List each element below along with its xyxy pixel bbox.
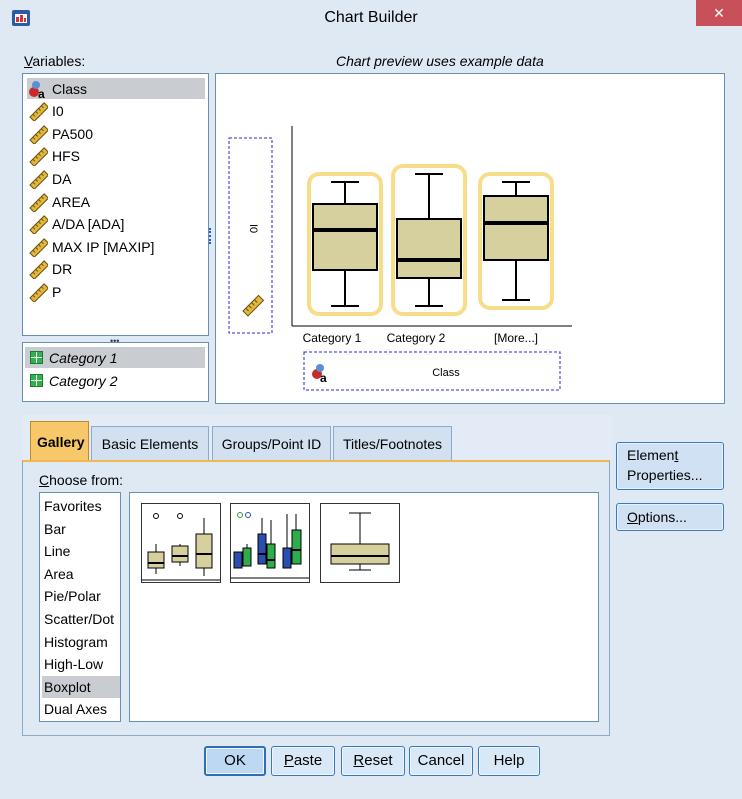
variable-label: Class [52,80,88,97]
variable-item[interactable]: HFS [27,146,205,167]
paste-button[interactable]: Paste [271,746,335,776]
variable-label: DA [52,170,72,187]
scale-ruler-icon [27,214,49,235]
tab-basic-elements[interactable]: Basic Elements [91,426,209,460]
options-button[interactable]: Options... [616,503,724,531]
preview-note: Chart preview uses example data [336,53,544,69]
chart-preview-canvas[interactable]: I0 Category 1 Category 2 [More...] a Cla… [215,73,725,404]
app-icon [12,10,30,26]
variable-label: AREA [52,193,91,210]
preview-boxplot [391,164,467,316]
nominal-variable-icon: a [312,364,327,385]
chart-type-item[interactable]: High-Low [44,656,104,673]
scale-ruler-icon [27,282,49,302]
chart-type-item[interactable]: Line [44,543,71,560]
scale-ruler-icon [27,237,49,257]
chart-type-item[interactable]: Favorites [44,498,102,514]
scale-ruler-icon [27,124,49,144]
svg-text:a: a [320,371,327,385]
variable-item[interactable]: DR [27,259,205,280]
close-button[interactable]: ✕ [696,0,742,26]
reset-button[interactable]: Reset [341,746,405,776]
variable-label: I0 [52,103,64,120]
variable-item[interactable]: P [27,281,205,302]
chart-type-item[interactable]: Pie/Polar [44,588,101,605]
category-grid-icon [30,374,43,387]
variable-item[interactable]: A/DA [ADA] [27,214,205,235]
variable-item[interactable]: PA500 [27,123,205,144]
x-axis-drop-zone[interactable] [303,351,561,391]
window-title: Chart Builder [324,9,418,26]
svg-text:a: a [38,87,45,99]
tab-titles-footnotes[interactable]: Titles/Footnotes [333,426,452,460]
clustered-boxplot-thumbnail[interactable] [230,503,310,583]
y-axis-drop-zone[interactable] [228,137,273,334]
scale-ruler-icon [27,101,49,122]
variables-label: Variables: [24,53,86,69]
scale-ruler-icon [27,169,49,189]
chart-type-item[interactable]: Bar [44,520,66,537]
x-axis-variable-label: Class [432,367,460,379]
tab-groups-point-id[interactable]: Groups/Point ID [212,426,331,460]
chart-type-item[interactable]: Histogram [44,633,108,650]
x-category-label: Category 1 [303,331,362,345]
category-label: Category 1 [49,349,118,366]
variable-label: P [52,283,62,300]
chart-type-item[interactable]: Area [44,565,74,582]
variable-label: PA500 [52,125,93,142]
ok-button[interactable]: OK [204,746,266,776]
scale-ruler-icon [27,259,49,280]
variable-item[interactable]: DA [27,168,205,189]
vertical-splitter[interactable] [209,228,213,244]
variable-item[interactable]: MAX IP [MAXIP] [27,236,205,257]
cancel-button[interactable]: Cancel [409,746,473,776]
categories-list[interactable]: Category 1 Category 2 [22,342,209,402]
title-bar: Chart Builder ✕ [0,0,742,38]
chart-type-item[interactable]: Dual Axes [44,701,108,718]
nominal-variable-icon: a [27,79,49,99]
help-button[interactable]: Help [478,746,540,776]
choose-from-label: Choose from: [39,472,124,488]
category-grid-icon [30,351,43,364]
chart-type-item[interactable]: Scatter/Dot [44,611,115,627]
element-properties-button[interactable]: Element Properties... [616,442,724,490]
y-axis-variable-label: I0 [247,224,259,233]
chart-type-item[interactable]: Boxplot [42,675,120,698]
variable-label: MAX IP [MAXIP] [52,238,155,255]
variable-label: A/DA [ADA] [52,216,125,233]
variable-label: DR [52,261,73,278]
scale-ruler-icon [242,294,265,317]
variable-item[interactable]: a Class [27,78,205,99]
preview-boxplot [307,172,383,316]
tab-gallery[interactable]: Gallery [30,421,89,460]
scale-ruler-icon [27,192,49,212]
x-category-label: Category 2 [387,331,446,345]
variable-label: HFS [52,148,80,165]
x-category-label: [More...] [494,331,538,345]
category-item-1[interactable]: Category 1 [25,347,205,368]
scale-ruler-icon [27,146,49,167]
one-dimensional-boxplot-thumbnail[interactable] [320,503,400,583]
variable-item[interactable]: I0 [27,101,205,122]
simple-boxplot-thumbnail[interactable] [141,503,221,583]
variable-item[interactable]: AREA [27,191,205,212]
preview-boxplot [478,172,554,310]
splitter-grip[interactable]: ••• [110,336,120,346]
category-item-2[interactable]: Category 2 [25,370,205,391]
category-label: Category 2 [49,372,118,389]
